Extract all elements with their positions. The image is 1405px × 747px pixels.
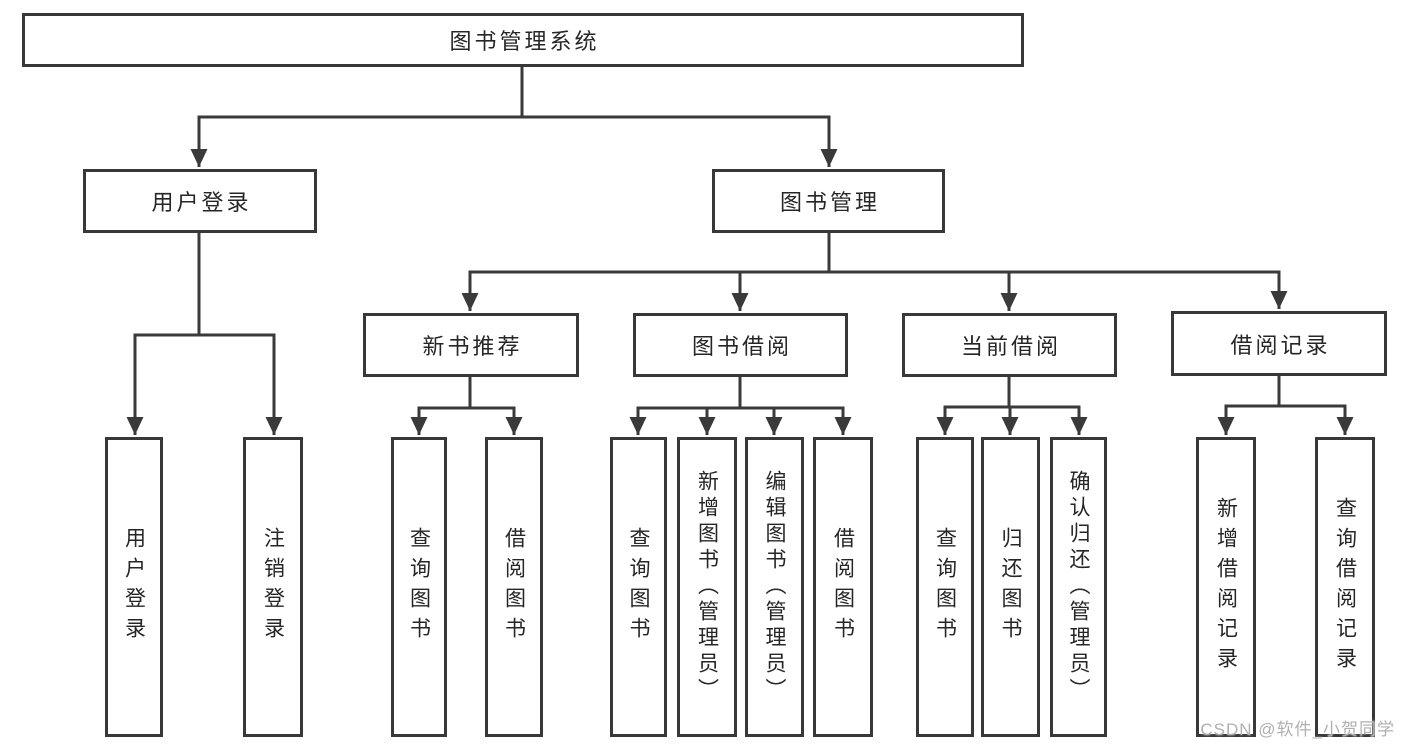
leaf-add-books-admin-label: 新增图书（管理员） [695,470,719,704]
leaf-query-books-2: 查询图书 [610,437,667,737]
leaf-borrow-books-2: 借阅图书 [813,437,873,737]
leaf-query-books-3-label: 查询图书 [933,527,957,647]
leaf-query-books-1: 查询图书 [391,437,447,737]
leaf-query-books-3: 查询图书 [916,437,974,737]
node-library-management-system: 图书管理系统 [22,13,1024,67]
leaf-borrow-books-1: 借阅图书 [485,437,543,737]
node-user-login: 用户登录 [83,169,317,233]
leaf-query-books-1-label: 查询图书 [407,527,431,647]
leaf-logout: 注销登录 [243,437,303,737]
csdn-watermark: CSDN @软件_小贺同学 [1200,720,1395,739]
node-borrowing-records: 借阅记录 [1171,311,1387,376]
leaf-add-borrow-record-label: 新增借阅记录 [1214,497,1238,677]
node-book-management: 图书管理 [712,169,945,233]
leaf-borrow-books-2-label: 借阅图书 [831,527,855,647]
leaf-query-borrow-record-label: 查询借阅记录 [1333,497,1357,677]
leaf-user-login-label: 用户登录 [122,527,146,647]
node-new-book-recommendation: 新书推荐 [363,313,579,377]
node-current-borrowing: 当前借阅 [902,313,1117,377]
leaf-confirm-return-admin-label: 确认归还（管理员） [1067,470,1091,704]
leaf-query-books-2-label: 查询图书 [627,527,651,647]
leaf-logout-label: 注销登录 [261,527,285,647]
leaf-edit-books-admin: 编辑图书（管理员） [745,437,804,737]
leaf-return-books: 归还图书 [981,437,1040,737]
leaf-add-borrow-record: 新增借阅记录 [1196,437,1256,737]
node-book-borrowing: 图书借阅 [633,313,848,377]
leaf-return-books-label: 归还图书 [999,527,1023,647]
leaf-confirm-return-admin: 确认归还（管理员） [1050,437,1107,737]
leaf-edit-books-admin-label: 编辑图书（管理员） [763,470,787,704]
leaf-borrow-books-1-label: 借阅图书 [502,527,526,647]
leaf-add-books-admin: 新增图书（管理员） [677,437,737,737]
leaf-query-borrow-record: 查询借阅记录 [1315,437,1375,737]
leaf-user-login: 用户登录 [105,437,163,737]
